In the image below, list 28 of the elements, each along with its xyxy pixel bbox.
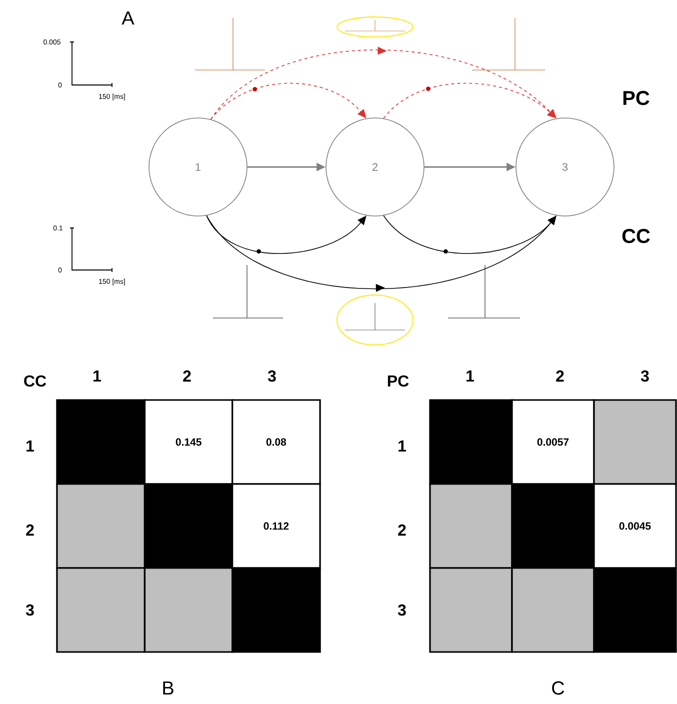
matrix-header: 1 (398, 440, 406, 452)
arrow (206, 215, 366, 254)
panel-letter: C (552, 681, 564, 695)
matrix-cell: 0.08 (232, 399, 321, 485)
matrix-header: 3 (26, 604, 34, 616)
matrix-header: 2 (183, 370, 191, 382)
matrix-header: 2 (398, 524, 406, 536)
arrow (210, 82, 366, 120)
panel-letter: B (163, 681, 174, 695)
matrix-header: 3 (268, 370, 276, 382)
matrix-header: 2 (556, 370, 564, 382)
matrix-header: PC (388, 375, 409, 387)
matrix-cell: 0.145 (144, 399, 234, 485)
correlation-label: PC (623, 90, 650, 106)
matrix-cell: 0.0045 (593, 483, 677, 569)
matrix-header: 3 (398, 604, 406, 616)
matrix-cell: 0.112 (232, 483, 321, 569)
matrix-header: 1 (94, 370, 101, 382)
matrix-header: 1 (466, 370, 474, 382)
correlation-label: CC (622, 228, 650, 244)
matrix-header: CC (24, 375, 46, 387)
matrix-header: 2 (26, 524, 34, 536)
matrix-cell: 0.0057 (511, 399, 595, 485)
panel-letter: A (122, 11, 134, 25)
matrix-header: 3 (640, 370, 649, 382)
matrix-header: 1 (26, 440, 34, 452)
arrow (206, 215, 556, 292)
arrow (210, 46, 556, 120)
